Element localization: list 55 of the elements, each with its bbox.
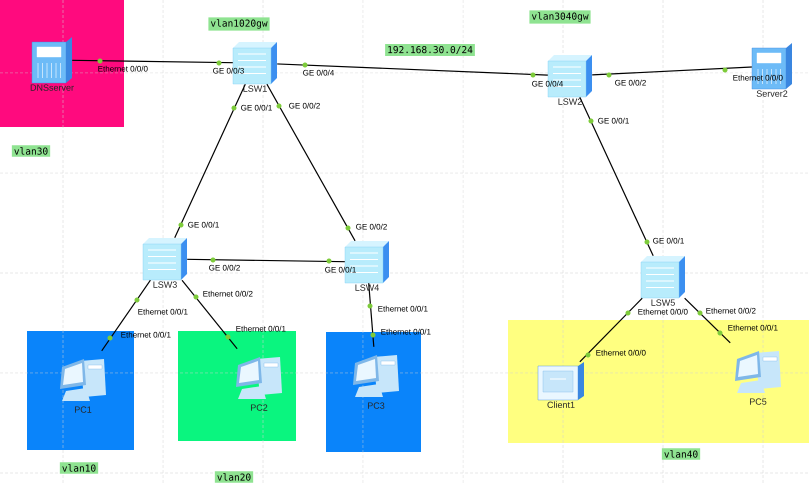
port-label: GE 0/0/3 (213, 68, 244, 74)
port-label: GE 0/0/1 (188, 222, 219, 228)
cable (368, 283, 374, 347)
port-label: GE 0/0/4 (532, 80, 564, 87)
network-switch: LSW3 (142, 238, 187, 288)
cable (266, 84, 356, 242)
port-label: GE 0/0/1 (653, 238, 684, 244)
pc: PC2 (236, 357, 282, 411)
cable (182, 280, 238, 350)
port-label: Ethernet 0/0/1 (236, 326, 286, 332)
network-switch: LSW5 (640, 256, 685, 306)
node-label: Client1 (547, 401, 575, 408)
cable (592, 66, 752, 76)
port-label: Ethernet 0/0/1 (138, 308, 188, 315)
cable (174, 84, 246, 238)
pc: PC1 (60, 359, 106, 413)
node-label: PC2 (250, 404, 268, 411)
node-label: PC3 (368, 402, 384, 409)
cable (579, 96, 654, 256)
node-label: LSW2 (558, 98, 582, 105)
port-label: GE 0/0/1 (598, 118, 629, 124)
port-label: Ethernet 0/0/1 (728, 324, 778, 331)
port-label: Ethernet 0/0/1 (378, 306, 428, 312)
cable (187, 258, 345, 262)
node-label: LSW1 (243, 85, 267, 92)
vlan-tag: vlan1020gw (208, 17, 270, 31)
node-label: DNSserver (30, 84, 74, 91)
port-label: Ethernet 0/0/0 (638, 308, 688, 315)
vlan-area (508, 320, 809, 443)
node-label: LSW3 (153, 281, 177, 288)
vlan-tag: vlan3040gw (529, 10, 591, 24)
port-label: Ethernet 0/0/0 (596, 350, 646, 356)
port-label: GE 0/0/1 (325, 266, 356, 273)
port-label: GE 0/0/2 (289, 102, 320, 109)
port-label: Ethernet 0/0/2 (203, 290, 253, 297)
port-label: GE 0/0/2 (356, 224, 387, 230)
cable (101, 280, 151, 352)
cable (277, 63, 548, 76)
cable (684, 298, 731, 344)
server: DNSserver (30, 37, 74, 91)
http-client: Client1 (538, 362, 584, 408)
port-label: Ethernet 0/0/2 (706, 308, 756, 314)
pc: PC5 (735, 351, 781, 405)
cable (72, 60, 233, 64)
port-label: GE 0/0/2 (615, 80, 646, 86)
pc: PC3 (353, 355, 399, 409)
node-label: LSW5 (651, 299, 675, 306)
node-label: Server2 (756, 90, 788, 97)
node-label: PC5 (750, 398, 766, 405)
node-label: PC1 (74, 406, 92, 413)
port-label: GE 0/0/2 (209, 264, 240, 271)
vlan-tag: 192.168.30.0/24 (385, 44, 475, 56)
port-label: GE 0/0/4 (303, 70, 334, 76)
port-label: GE 0/0/1 (241, 104, 272, 111)
cable (579, 298, 643, 362)
